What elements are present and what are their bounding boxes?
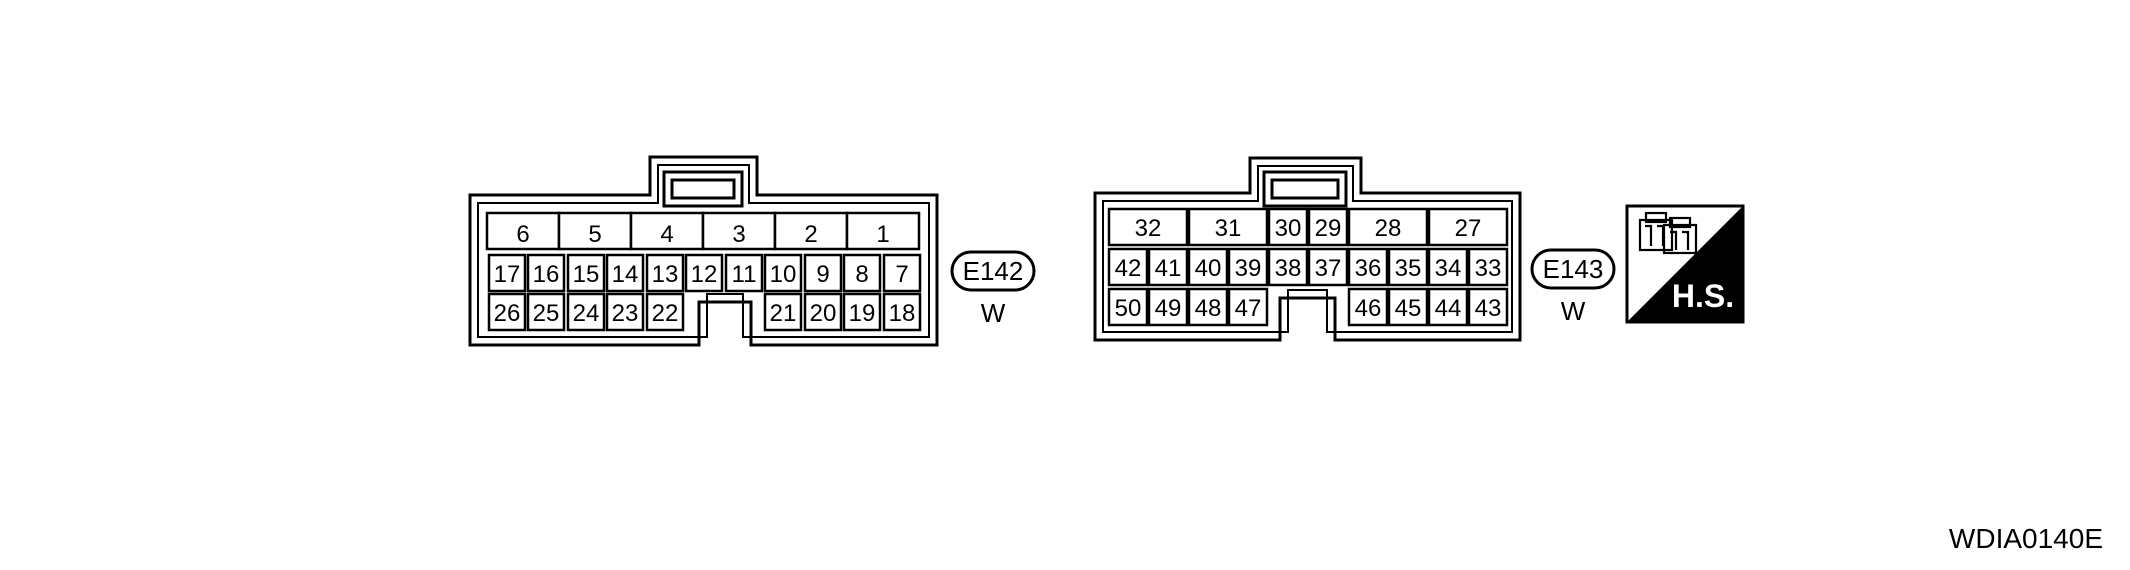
pin-label: 34 bbox=[1435, 255, 1462, 282]
pin-label: 25 bbox=[533, 300, 560, 327]
pin-label: 26 bbox=[494, 300, 521, 327]
pin-label: 39 bbox=[1235, 255, 1262, 282]
pin-label: 21 bbox=[770, 300, 797, 327]
pin-label: 42 bbox=[1115, 255, 1142, 282]
connector-e143-id-badge: E143 bbox=[1530, 248, 1616, 290]
connector-e143: 32 31 30 29 28 27 42 41 40 39 38 37 bbox=[1093, 156, 1522, 342]
pin-label: 28 bbox=[1375, 215, 1402, 242]
pin-label: 16 bbox=[533, 261, 560, 288]
pin-label: 29 bbox=[1315, 215, 1342, 242]
figure-reference: WDIA0140E bbox=[1949, 523, 2103, 554]
pin-label: 13 bbox=[652, 261, 679, 288]
pin-label: 3 bbox=[732, 221, 745, 248]
pin-label: 49 bbox=[1155, 295, 1182, 322]
pin-label: 27 bbox=[1455, 215, 1482, 242]
harness-side-connector-icon: H.S. bbox=[1625, 204, 1745, 324]
pin-label: 38 bbox=[1275, 255, 1302, 282]
pin-row-middle: 17 16 15 14 13 12 11 10 9 8 7 bbox=[487, 253, 922, 293]
pin-label: 17 bbox=[494, 261, 521, 288]
pin-label: 35 bbox=[1395, 255, 1422, 282]
pin-row-top: 6 5 4 3 2 1 bbox=[485, 211, 921, 251]
pin-label: 7 bbox=[895, 261, 908, 288]
pin-label: 33 bbox=[1475, 255, 1502, 282]
connector-e143-color-code: W bbox=[1561, 296, 1586, 326]
pin-label: 31 bbox=[1215, 215, 1242, 242]
connector-e142: 6 5 4 3 2 1 17 16 15 14 13 12 bbox=[468, 155, 939, 347]
pin-label: 19 bbox=[849, 300, 876, 327]
connector-id-label: E142 bbox=[963, 256, 1024, 286]
pin-label: 10 bbox=[770, 261, 797, 288]
pin-label: 36 bbox=[1355, 255, 1382, 282]
pin-label: 2 bbox=[804, 221, 817, 248]
pin-label: 8 bbox=[855, 261, 868, 288]
pin-label: 24 bbox=[573, 300, 600, 327]
pin-row-middle: 42 41 40 39 38 37 36 35 34 33 bbox=[1107, 247, 1509, 287]
pin-label: 6 bbox=[516, 221, 529, 248]
pin-label: 48 bbox=[1195, 295, 1222, 322]
pin-label: 4 bbox=[660, 221, 673, 248]
pin-label: 11 bbox=[732, 261, 757, 288]
pin-label: 22 bbox=[652, 300, 679, 327]
pin-label: 30 bbox=[1275, 215, 1302, 242]
pin-label: 5 bbox=[588, 221, 601, 248]
pin-label: 45 bbox=[1395, 295, 1422, 322]
pin-label: 40 bbox=[1195, 255, 1222, 282]
pin-label: 50 bbox=[1115, 295, 1142, 322]
pin-label: 41 bbox=[1155, 255, 1182, 282]
pin-label: 20 bbox=[810, 300, 837, 327]
harness-side-label: H.S. bbox=[1672, 278, 1734, 314]
connector-e142-color-code: W bbox=[981, 298, 1006, 328]
pin-label: 1 bbox=[876, 221, 889, 248]
pin-label: 23 bbox=[612, 300, 639, 327]
pin-row-bottom: 50 49 48 47 46 45 44 43 bbox=[1107, 287, 1509, 327]
pin-label: 47 bbox=[1235, 295, 1262, 322]
pin-row-top: 32 31 30 29 28 27 bbox=[1107, 207, 1509, 247]
pin-label: 14 bbox=[612, 261, 639, 288]
pin-label: 37 bbox=[1315, 255, 1342, 282]
pin-row-bottom: 26 25 24 23 22 21 20 19 18 bbox=[487, 292, 922, 332]
pin-label: 9 bbox=[816, 261, 829, 288]
connector-e142-id-badge: E142 bbox=[950, 250, 1036, 292]
pin-label: 43 bbox=[1475, 295, 1502, 322]
connector-id-label: E143 bbox=[1543, 254, 1604, 284]
pin-label: 46 bbox=[1355, 295, 1382, 322]
pin-label: 12 bbox=[691, 261, 718, 288]
pin-label: 32 bbox=[1135, 215, 1162, 242]
pin-label: 44 bbox=[1435, 295, 1462, 322]
pin-label: 15 bbox=[573, 261, 600, 288]
pin-label: 18 bbox=[889, 300, 916, 327]
